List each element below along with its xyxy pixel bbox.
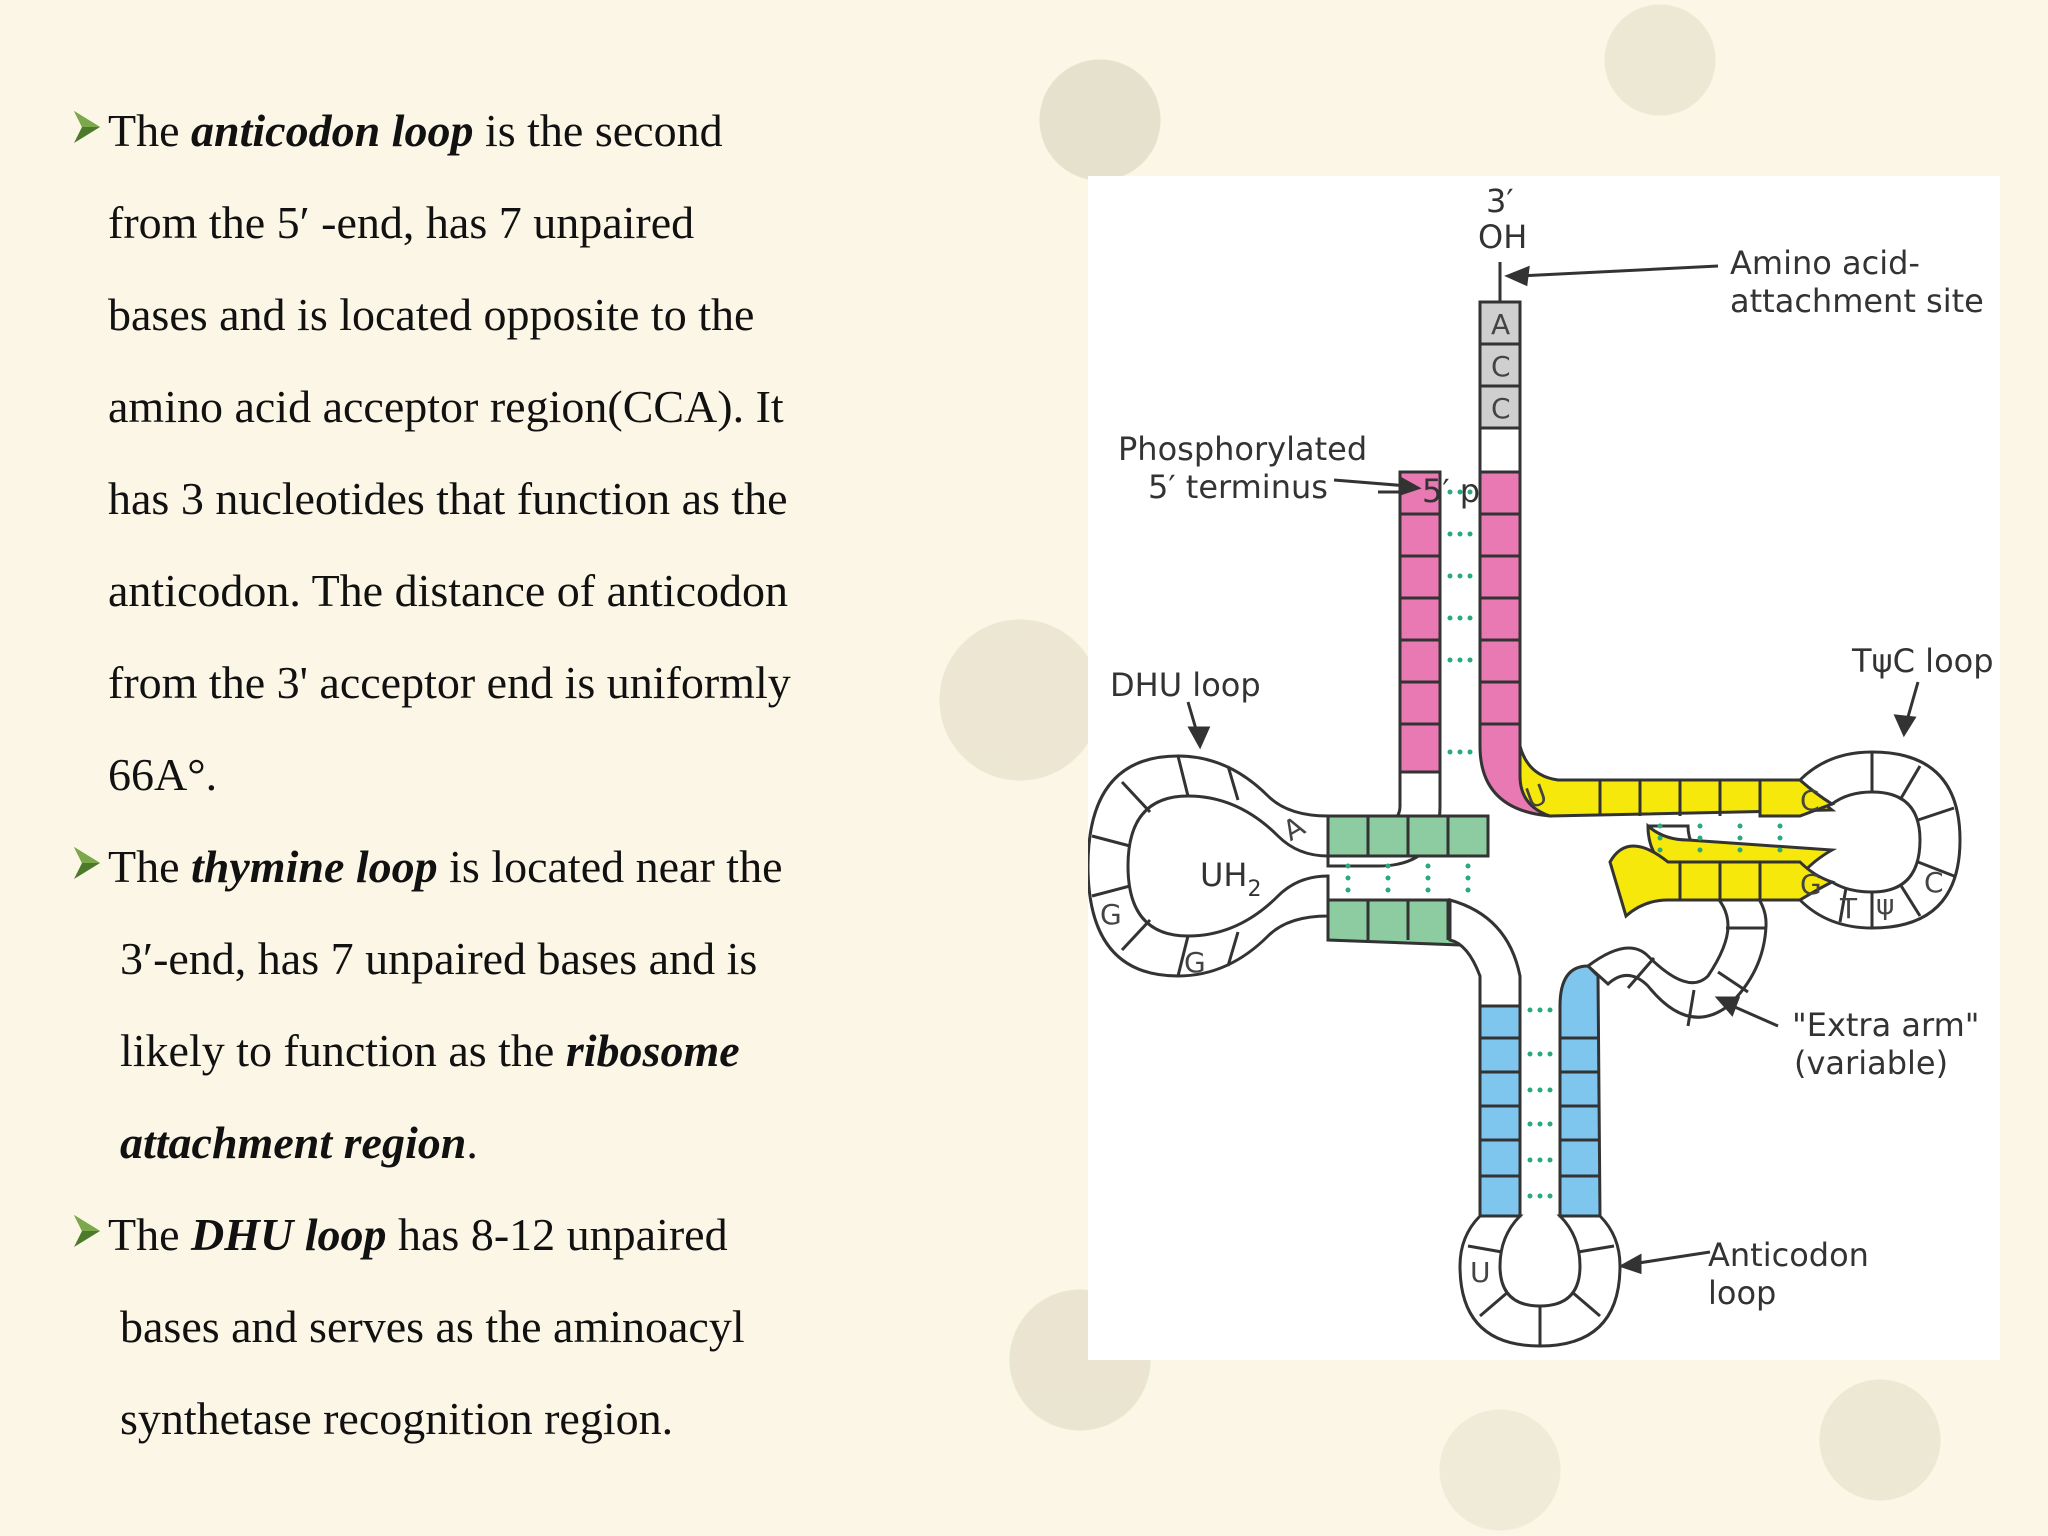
paragraph-1-line-2: from the 5′ -end, has 7 unpaired xyxy=(72,177,892,269)
label-extra-arm-1: "Extra arm" xyxy=(1792,1006,1979,1044)
paragraph-2: The thymine loop is located near the 3′-e… xyxy=(72,821,892,1189)
acceptor-5prime-rungs xyxy=(1400,512,1440,726)
label-amino-site-1: Amino acid- xyxy=(1730,244,1920,282)
label-phos-2: 5′ terminus xyxy=(1148,468,1328,506)
phos-arrow xyxy=(1333,478,1409,488)
label-dhu-loop: DHU loop xyxy=(1110,666,1261,704)
text-run: anticodon. The distance of anticodon xyxy=(108,565,789,616)
cca-box-c2 xyxy=(1478,384,1522,430)
cca-box-a xyxy=(1478,300,1522,346)
text-run: likely to function as the xyxy=(120,1025,566,1076)
acceptor-3prime-strand xyxy=(1478,470,1552,818)
label-extra-arm-2: (variable) xyxy=(1794,1044,1948,1082)
text-run: from the 5′ -end, has 7 unpaired xyxy=(108,197,695,248)
paragraph-2-line-1: The thymine loop is located near the xyxy=(72,821,892,913)
label-amino-site-2: attachment site xyxy=(1730,282,1984,320)
paragraph-2-line-3: likely to function as the ribosome xyxy=(72,1005,892,1097)
label-5p: 5′ p xyxy=(1422,472,1480,510)
cca-box-blank xyxy=(1478,426,1522,474)
arrows xyxy=(1186,264,1920,1275)
base-cca-c1: C xyxy=(1491,350,1511,383)
text-run: amino acid acceptor region(CCA). It xyxy=(108,381,784,432)
paragraph-1-line-6: anticodon. The distance of anticodon xyxy=(72,545,892,637)
base-g-dhu-2: G xyxy=(1184,946,1206,979)
base-g-dhu-1: G xyxy=(1100,898,1122,931)
emphasis-term: DHU loop xyxy=(191,1209,387,1260)
extra-arm-ticks xyxy=(1626,926,1766,1027)
d-to-anticodon-bend xyxy=(1448,898,1522,1008)
text-run: The xyxy=(108,1209,192,1260)
paragraph-1-line-7: from the 3' acceptor end is uniformly xyxy=(72,637,892,729)
text-run: synthetase recognition region. xyxy=(120,1393,674,1444)
paragraph-1-line-8: 66A°. xyxy=(72,729,892,821)
paragraph-3: The DHU loop has 8-12 unpaired bases and … xyxy=(72,1189,892,1465)
d-loop xyxy=(1088,754,1330,978)
text-run: 66A°. xyxy=(108,749,218,800)
arrow-bullet-icon xyxy=(72,85,102,178)
extra-arm-arrow xyxy=(1727,1002,1779,1028)
label-phos-1: Phosphorylated xyxy=(1118,430,1367,468)
label-uh: UH2 xyxy=(1200,856,1261,902)
acceptor-3prime-rungs xyxy=(1480,512,1520,726)
base-psi-loop: ψ xyxy=(1876,888,1894,921)
text-run: . xyxy=(466,1117,478,1168)
base-c-loop: C xyxy=(1924,866,1944,899)
label-anticodon-1: Anticodon xyxy=(1708,1236,1869,1274)
slide-text: The anticodon loop is the second from the… xyxy=(72,85,892,1465)
anticodon-stem-left xyxy=(1478,1004,1522,1218)
t-loop-ticks xyxy=(1838,752,1955,928)
paragraph-3-line-3: synthetase recognition region. xyxy=(72,1373,892,1465)
text-run: bases and serves as the aminoacyl xyxy=(120,1301,745,1352)
label-3prime: 3′ xyxy=(1486,182,1514,220)
paragraph-1: The anticodon loop is the second from the… xyxy=(72,85,892,821)
base-t-loop: T xyxy=(1839,892,1858,925)
base-cca-c2: C xyxy=(1491,392,1511,425)
text-run: is the second xyxy=(473,105,723,156)
acceptor-5prime-strand xyxy=(1398,470,1442,774)
anticodon-arrow xyxy=(1631,1250,1711,1266)
arrow-bullet-icon xyxy=(72,1189,102,1282)
label-tpsic-loop: TψC loop xyxy=(1851,642,1994,680)
text-run: from the 3' acceptor end is uniformly xyxy=(108,657,791,708)
cca-box-c1 xyxy=(1478,342,1522,388)
label-oh: OH xyxy=(1478,218,1527,256)
emphasis-term: ribosome xyxy=(565,1025,740,1076)
text-run: bases and is located opposite to the xyxy=(108,289,755,340)
d-loop-ticks xyxy=(1091,755,1240,977)
paragraph-1-line-1: The anticodon loop is the second xyxy=(72,85,892,177)
anticodon-stem-right xyxy=(1558,964,1602,1218)
base-u-anticodon: U xyxy=(1470,1256,1491,1289)
label-anticodon-2: loop xyxy=(1708,1274,1776,1312)
arrow-bullet-icon xyxy=(72,821,102,914)
text-run: The xyxy=(108,841,192,892)
text-run: The xyxy=(108,105,192,156)
emphasis-term: thymine loop xyxy=(191,841,438,892)
paragraph-2-line-2: 3′-end, has 7 unpaired bases and is xyxy=(72,913,892,1005)
text-run: has 8-12 unpaired xyxy=(386,1209,728,1260)
emphasis-term: attachment region xyxy=(120,1117,467,1168)
base-g-t-bottom: G xyxy=(1800,868,1822,901)
base-c-t-top: C xyxy=(1800,784,1820,817)
anticodon-loop-ticks xyxy=(1467,1244,1615,1346)
paragraph-1-line-5: has 3 nucleotides that function as the xyxy=(72,453,892,545)
amino-site-arrow xyxy=(1519,264,1719,278)
text-run: 3′-end, has 7 unpaired bases and is xyxy=(120,933,758,984)
paragraph-1-line-4: amino acid acceptor region(CCA). It xyxy=(72,361,892,453)
paragraph-1-line-3: bases and is located opposite to the xyxy=(72,269,892,361)
hydrogen-bonds xyxy=(1345,489,1783,1199)
paragraph-2-line-4: attachment region. xyxy=(72,1097,892,1189)
emphasis-term: anticodon loop xyxy=(191,105,474,156)
trna-diagram: 3′ OH Amino acid- attachment site Phosph… xyxy=(1088,176,2000,1360)
base-cca-a: A xyxy=(1491,308,1510,341)
paragraph-3-line-2: bases and serves as the aminoacyl xyxy=(72,1281,892,1373)
text-run: is located near the xyxy=(437,841,783,892)
paragraph-3-line-1: The DHU loop has 8-12 unpaired xyxy=(72,1189,892,1281)
text-run: has 3 nucleotides that function as the xyxy=(108,473,788,524)
